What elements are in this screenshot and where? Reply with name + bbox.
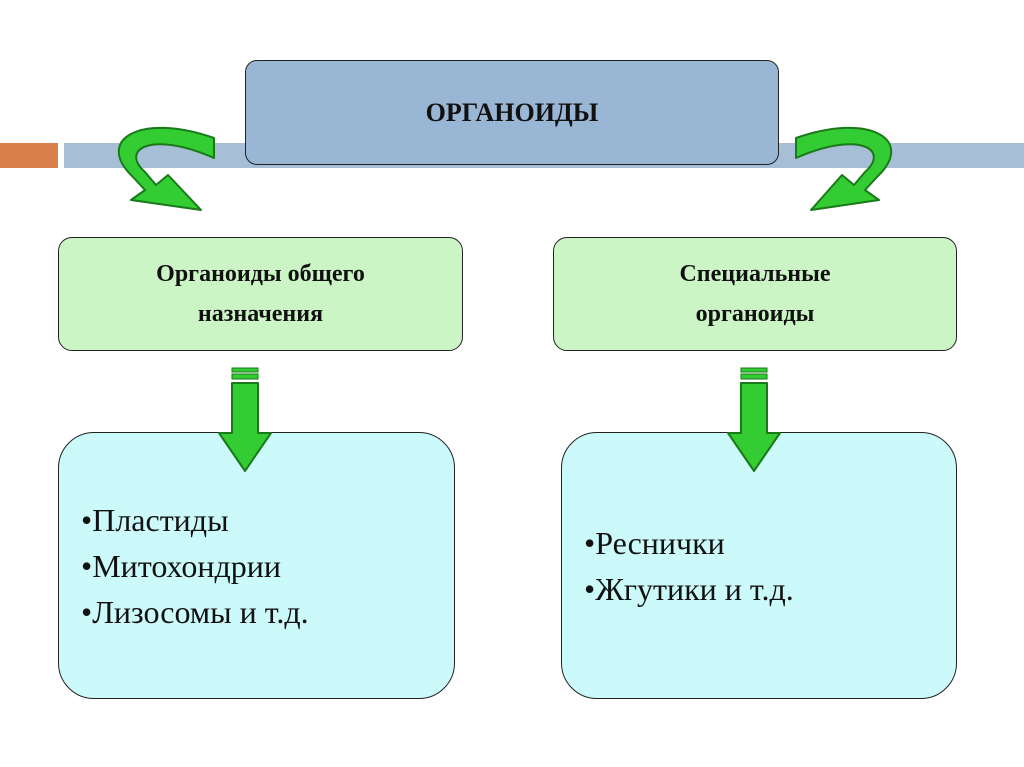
list-item: Митохондрии [81, 543, 309, 589]
special-organoids-label-line1: Специальные [679, 261, 831, 287]
list-item: Жгутики и т.д. [584, 566, 794, 612]
curved-arrow-right-icon [795, 126, 893, 211]
diagram-title: ОРГАНОИДЫ [425, 97, 599, 127]
special-organoids-box: Специальные органоиды [553, 237, 957, 351]
down-arrow-right-icon [727, 367, 781, 472]
special-organoids-list: Реснички Жгутики и т.д. [562, 520, 794, 612]
general-organoids-list: Пластиды Митохондрии Лизосомы и т.д. [59, 497, 309, 635]
down-arrow-left-icon [218, 367, 272, 472]
curved-arrow-left-icon [117, 126, 215, 211]
general-organoids-label-line2: назначения [197, 301, 324, 327]
special-organoids-label-line2: органоиды [695, 301, 815, 327]
general-organoids-list-box: Пластиды Митохондрии Лизосомы и т.д. [58, 432, 455, 699]
list-item: Лизосомы и т.д. [81, 589, 308, 635]
general-organoids-label-line1: Органоиды общего [156, 261, 365, 287]
general-organoids-box: Органоиды общего назначения [58, 237, 463, 351]
list-item: Пластиды [81, 497, 309, 543]
diagram-title-box: ОРГАНОИДЫ [245, 60, 779, 165]
list-item: Реснички [584, 520, 794, 566]
decor-orange-bar [0, 143, 58, 168]
